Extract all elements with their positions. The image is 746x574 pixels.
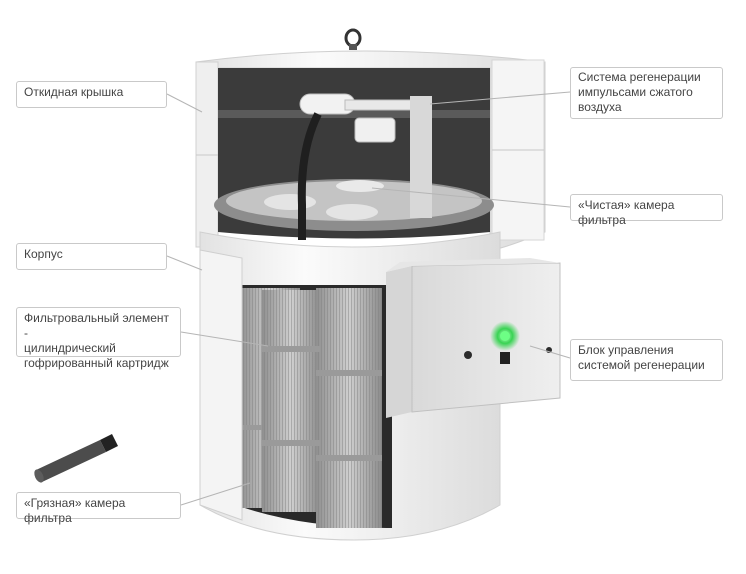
filter-cartridges bbox=[240, 288, 382, 528]
leader-lines bbox=[166, 91, 571, 506]
control-cabinet bbox=[386, 258, 561, 418]
label-filter-cartridge: Фильтровальный элемент - цилиндрический … bbox=[16, 307, 181, 370]
label-housing: Корпус bbox=[16, 243, 167, 270]
label-control-unit: Блок управления системой регенерации bbox=[570, 339, 723, 381]
front-door bbox=[199, 249, 243, 521]
hinged-lid bbox=[195, 50, 546, 251]
label-clean-chamber: «Чистая» камера фильтра bbox=[570, 194, 723, 227]
clean-chamber-interior bbox=[214, 68, 494, 239]
pulse-regeneration-system bbox=[297, 93, 432, 240]
label-dirty-chamber: «Грязная» камера фильтра bbox=[16, 492, 181, 525]
label-hinged-lid: Откидная крышка bbox=[16, 81, 167, 108]
spare-cartridge-icon bbox=[34, 434, 118, 483]
label-regeneration-system: Система регенерации импульсами сжатого в… bbox=[570, 67, 723, 119]
lifting-eye bbox=[344, 28, 362, 50]
